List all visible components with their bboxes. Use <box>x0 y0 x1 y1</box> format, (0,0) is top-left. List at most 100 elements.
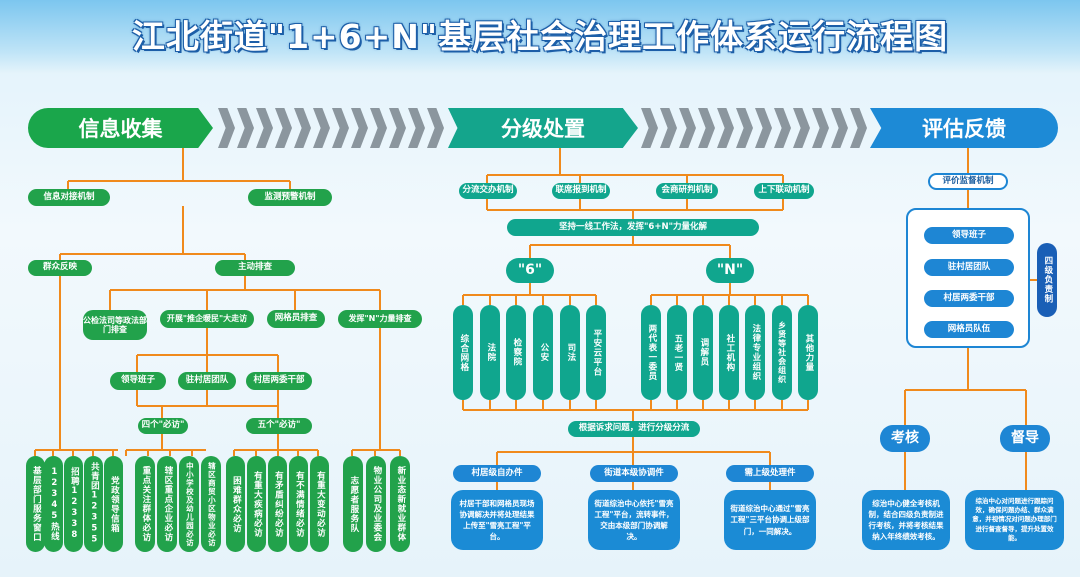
chevron-icon <box>332 108 349 148</box>
visit-item: 重点关注群体必访 <box>135 456 155 552</box>
chevron-icon <box>774 108 791 148</box>
source-grid-check: 网格员排查 <box>267 310 325 328</box>
chevron-icon <box>237 108 254 148</box>
chevron-icon <box>389 108 406 148</box>
six-force-item: 法院 <box>480 305 500 400</box>
chevron-icon <box>641 108 658 148</box>
chevron-icon <box>660 108 677 148</box>
n-force-member: 调解员 <box>693 305 713 400</box>
phase-handle: 分级处置 <box>448 108 638 148</box>
actor-village-committee: 村居两委干部 <box>246 372 312 390</box>
source-service-window: 基层部门服务窗口 <box>26 456 45 552</box>
source-recruit: 招聘12338 <box>64 456 83 552</box>
chevron-icon <box>294 108 311 148</box>
source-hotline: 12345热线 <box>44 456 63 552</box>
phase-feedback: 评估反馈 <box>870 108 1058 148</box>
visit-item: 辖区重点企业必访 <box>157 456 177 552</box>
visit-item: 中小学校及幼儿园必访 <box>179 456 199 552</box>
four-visits-header: 四个"必访" <box>138 418 188 434</box>
mechanism-joint-report: 联席报到机制 <box>552 183 610 199</box>
level-street-desc: 街道综治中心依托"雪亮工程"平台，流转事件，交由本级部门协调解决。 <box>588 490 680 550</box>
visit-item: 有矛盾纠纷必访 <box>268 456 287 552</box>
visit-item: 辖区商贸小区物业必访 <box>201 456 221 552</box>
six-force-item: 平安云平台 <box>586 305 606 400</box>
n-force-member: 两代表一委员 <box>641 305 661 400</box>
level-village: 村居级自办件 <box>453 465 541 482</box>
triage-box: 根据诉求问题，进行分级分流 <box>568 421 700 437</box>
mechanism-dispatch: 分流交办机制 <box>459 183 517 199</box>
member-resident-team: 驻村居团队 <box>924 259 1014 276</box>
branch-supervise: 督导 <box>1000 425 1050 452</box>
chevron-icon <box>275 108 292 148</box>
source-mailbox: 党政领导信箱 <box>104 456 123 552</box>
chevron-icon <box>313 108 330 148</box>
phase-collect-label: 信息收集 <box>78 117 163 141</box>
supervise-desc: 综治中心对问题进行跟踪问效，确保问题办结、群众满意，并视情况对问题办理部门进行督… <box>965 490 1064 550</box>
six-group-label: "6" <box>506 258 554 283</box>
path-active-check: 主动排查 <box>215 260 295 276</box>
page-title: 江北街道"1+6+N"基层社会治理工作体系运行流程图 <box>131 17 949 56</box>
chevron-icon <box>408 108 425 148</box>
n-force-member: 乡贤等社会组织 <box>772 305 792 400</box>
six-force-item: 检察院 <box>506 305 526 400</box>
chevron-icon <box>427 108 444 148</box>
chevron-icon <box>736 108 753 148</box>
assess-desc: 综治中心健全考核机制，结合四级负责制进行考核，并将考核结果纳入年终绩效考核。 <box>862 490 950 550</box>
n-force-item: 志愿者服务队 <box>343 456 363 552</box>
phase-handle-label: 分级处置 <box>501 117 585 141</box>
actor-resident-team: 驻村居团队 <box>178 372 236 390</box>
phase-collect: 信息收集 <box>28 108 213 148</box>
four-level-responsibility: 四级负责制 <box>1037 243 1057 317</box>
six-force-item: 司法 <box>560 305 580 400</box>
source-n-force: 发挥"N"力量排查 <box>338 310 422 328</box>
mechanism-info-docking: 信息对接机制 <box>28 189 110 206</box>
mechanism-monitor-warning: 监测预警机制 <box>248 189 332 206</box>
visit-item: 有不满情绪必访 <box>289 456 308 552</box>
level-superior-desc: 街道综治中心通过"雪亮工程"三平台协调上级部门，一同解决。 <box>724 490 816 550</box>
chevron-icon <box>755 108 772 148</box>
level-village-desc: 村居干部和网格员现场协调解决并将处理结果上传至"雪亮工程"平台。 <box>451 490 543 550</box>
mechanism-evaluation: 评价监督机制 <box>928 173 1008 190</box>
visit-item: 困难群众必访 <box>226 456 245 552</box>
chevron-icon <box>831 108 848 148</box>
visit-item: 有重大疾病必访 <box>247 456 266 552</box>
phase-feedback-label: 评估反馈 <box>922 117 1006 141</box>
path-public-report: 群众反映 <box>28 260 92 276</box>
chevron-icon <box>256 108 273 148</box>
title-banner: 江北街道"1+6+N"基层社会治理工作体系运行流程图 <box>0 0 1080 74</box>
member-village-committee: 村居两委干部 <box>924 290 1014 307</box>
mechanism-consult: 会商研判机制 <box>656 183 718 199</box>
branch-assess: 考核 <box>880 425 930 452</box>
chevron-icon <box>370 108 387 148</box>
chevron-icon <box>218 108 235 148</box>
chevron-icon <box>850 108 867 148</box>
actor-leadership: 领导班子 <box>110 372 166 390</box>
level-superior: 需上级处理件 <box>726 465 814 482</box>
chevron-icon <box>351 108 368 148</box>
chevron-icon <box>793 108 810 148</box>
chevron-icon <box>717 108 734 148</box>
n-force-member: 社工机构 <box>719 305 739 400</box>
n-force-member: 其他力量 <box>798 305 818 400</box>
n-force-item: 物业公司及业委会 <box>366 456 386 552</box>
n-force-member: 法律专业组织 <box>745 305 765 400</box>
chevron-icon <box>679 108 696 148</box>
member-grid-team: 网格员队伍 <box>924 321 1014 338</box>
visit-item: 有重大变动必访 <box>310 456 329 552</box>
six-force-item: 综合网格 <box>453 305 473 400</box>
n-force-item: 新业态新就业群体 <box>390 456 410 552</box>
mechanism-linkage: 上下联动机制 <box>754 183 814 199</box>
source-legal-departments: 公检法司等政法部门排查 <box>83 310 147 340</box>
source-visit-campaign: 开展"推企暖民"大走访 <box>160 310 254 328</box>
handle-main-method: 坚持一线工作法，发挥"6+N"力量化解 <box>507 219 759 236</box>
member-leadership: 领导班子 <box>924 227 1014 244</box>
source-youth-league: 共青团12355 <box>84 456 103 552</box>
n-force-member: 五老一贤 <box>667 305 687 400</box>
five-visits-header: 五个"必访" <box>246 418 312 434</box>
chevron-icon <box>812 108 829 148</box>
n-group-label: "N" <box>706 258 754 283</box>
level-street: 街道本级协调件 <box>590 465 678 482</box>
chevron-icon <box>698 108 715 148</box>
